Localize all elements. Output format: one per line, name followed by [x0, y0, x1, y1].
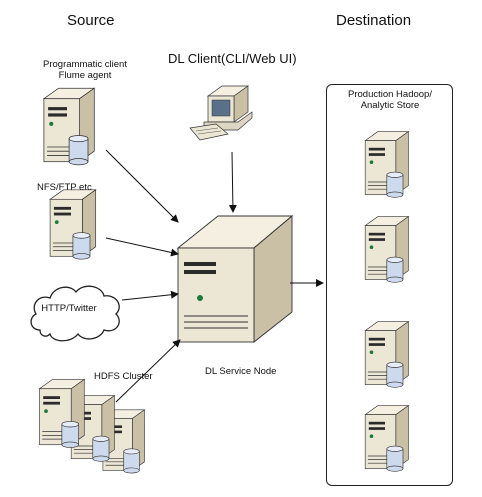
dl-service-node-icon	[176, 215, 294, 343]
cloud-icon	[30, 285, 120, 342]
destination-heading: Destination	[336, 12, 412, 29]
nfs-ftp-server-icon	[49, 189, 97, 260]
hdfs-to-node-arrow	[115, 339, 181, 403]
programmatic-client-server-icon	[43, 87, 95, 166]
programmatic-to-node-arrow	[105, 149, 179, 223]
destination-server-icon-1	[364, 131, 409, 198]
nfs-to-node-arrow	[105, 237, 179, 257]
destination-server-icon-4	[364, 405, 409, 472]
nfs-ftp-label: NFS/FTP etc	[37, 182, 92, 193]
programmatic-client-label: Programmatic client Flume agent	[43, 59, 127, 81]
destination-store-box	[326, 84, 453, 486]
hdfs-cluster-label: HDFS Cluster	[94, 371, 153, 382]
destination-server-icon-2	[364, 216, 409, 283]
dl-client-label: DL Client(CLI/Web UI)	[168, 51, 297, 66]
desktop-computer-icon	[189, 85, 253, 141]
dl-service-node-label: DL Service Node	[205, 366, 277, 377]
hdfs-server-icon-1	[38, 378, 85, 449]
http-twitter-label: HTTP/Twitter	[41, 303, 96, 314]
source-heading: Source	[67, 12, 115, 29]
destination-server-icon-3	[364, 321, 409, 388]
http-to-node-arrow	[121, 290, 179, 301]
client-to-node-arrow	[228, 151, 237, 213]
production-hadoop-label: Production Hadoop/ Analytic Store	[348, 89, 432, 111]
